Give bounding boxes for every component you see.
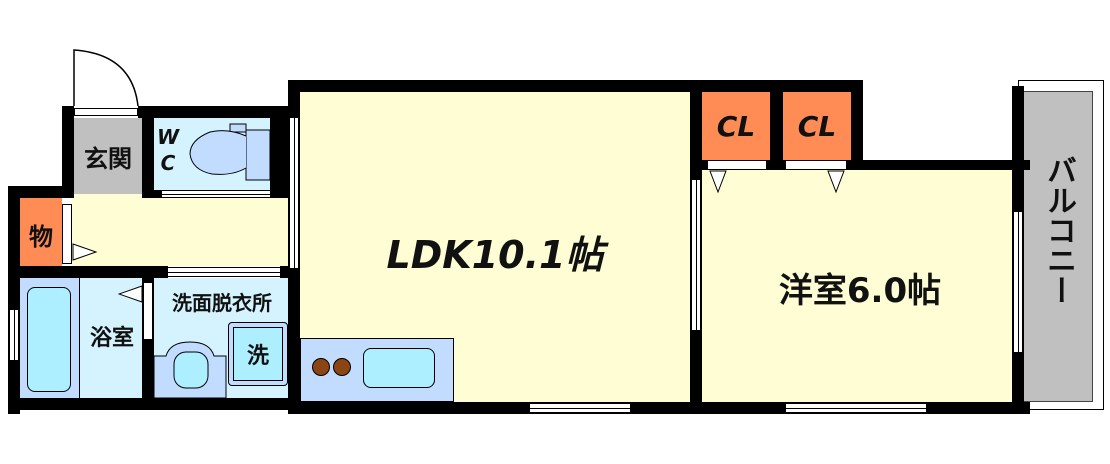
window-bath (9, 310, 19, 360)
washer-inner (233, 327, 283, 381)
wall (690, 160, 1030, 170)
washroom-sliding-door[interactable] (168, 267, 280, 277)
wall (142, 190, 162, 198)
storage-door[interactable] (62, 204, 72, 264)
toilet-icon (189, 123, 271, 181)
storage-label: 物 (29, 222, 53, 251)
bathroom-door[interactable] (143, 282, 153, 340)
stove-burner-icon (312, 358, 330, 376)
wall (851, 80, 863, 170)
kitchen-sink-icon[interactable] (363, 348, 435, 388)
toilet-label-c: C (160, 151, 176, 175)
window-ldk-bottom (530, 403, 630, 413)
wall (62, 106, 74, 118)
entrance-area (72, 118, 144, 194)
washer-label: 洗 (246, 344, 269, 369)
wall (138, 106, 300, 118)
window-western-bottom (786, 403, 926, 413)
door-swing-icon (118, 285, 143, 303)
closet-2-label: CL (797, 109, 837, 143)
door-swing-icon (72, 243, 98, 261)
western-room-label: 洋室6.0帖 (778, 270, 942, 311)
balcony-label: バルコニー (1041, 155, 1076, 305)
wall (8, 186, 74, 198)
wall (288, 80, 862, 92)
closet-1-label: CL (716, 109, 756, 143)
stove-burner-icon (333, 358, 351, 376)
window-ldk-left (289, 118, 299, 268)
wall (142, 106, 154, 198)
wall (8, 186, 20, 414)
closet-2 (783, 92, 851, 160)
storage-room (20, 198, 62, 268)
door-swing-icon (709, 170, 727, 194)
entrance-door-swing-icon (73, 49, 139, 107)
wash-basin-icon (154, 341, 227, 399)
washroom-label: 洗面脱衣所 (172, 290, 272, 315)
western-room (702, 170, 1014, 402)
wall (8, 398, 308, 410)
door-western-balcony[interactable] (1013, 212, 1023, 352)
bathtub-icon (27, 287, 71, 392)
wall (62, 106, 74, 198)
entrance-label: 玄関 (84, 144, 132, 173)
entrance-door-opening[interactable] (74, 108, 138, 116)
door-ldk-western[interactable] (691, 180, 701, 330)
hallway-area (72, 194, 290, 266)
toilet-sliding-door[interactable] (162, 190, 270, 198)
closet-1 (702, 92, 770, 160)
bathroom-label: 浴室 (89, 326, 134, 351)
wall (770, 80, 783, 170)
wall (8, 266, 168, 278)
door-swing-icon (827, 170, 845, 194)
closet-2-door[interactable] (786, 161, 846, 169)
toilet-label-w: W (156, 125, 180, 149)
ldk-label: LDK10.1帖 (386, 232, 604, 277)
closet-1-door[interactable] (708, 161, 766, 169)
wall (270, 106, 290, 198)
